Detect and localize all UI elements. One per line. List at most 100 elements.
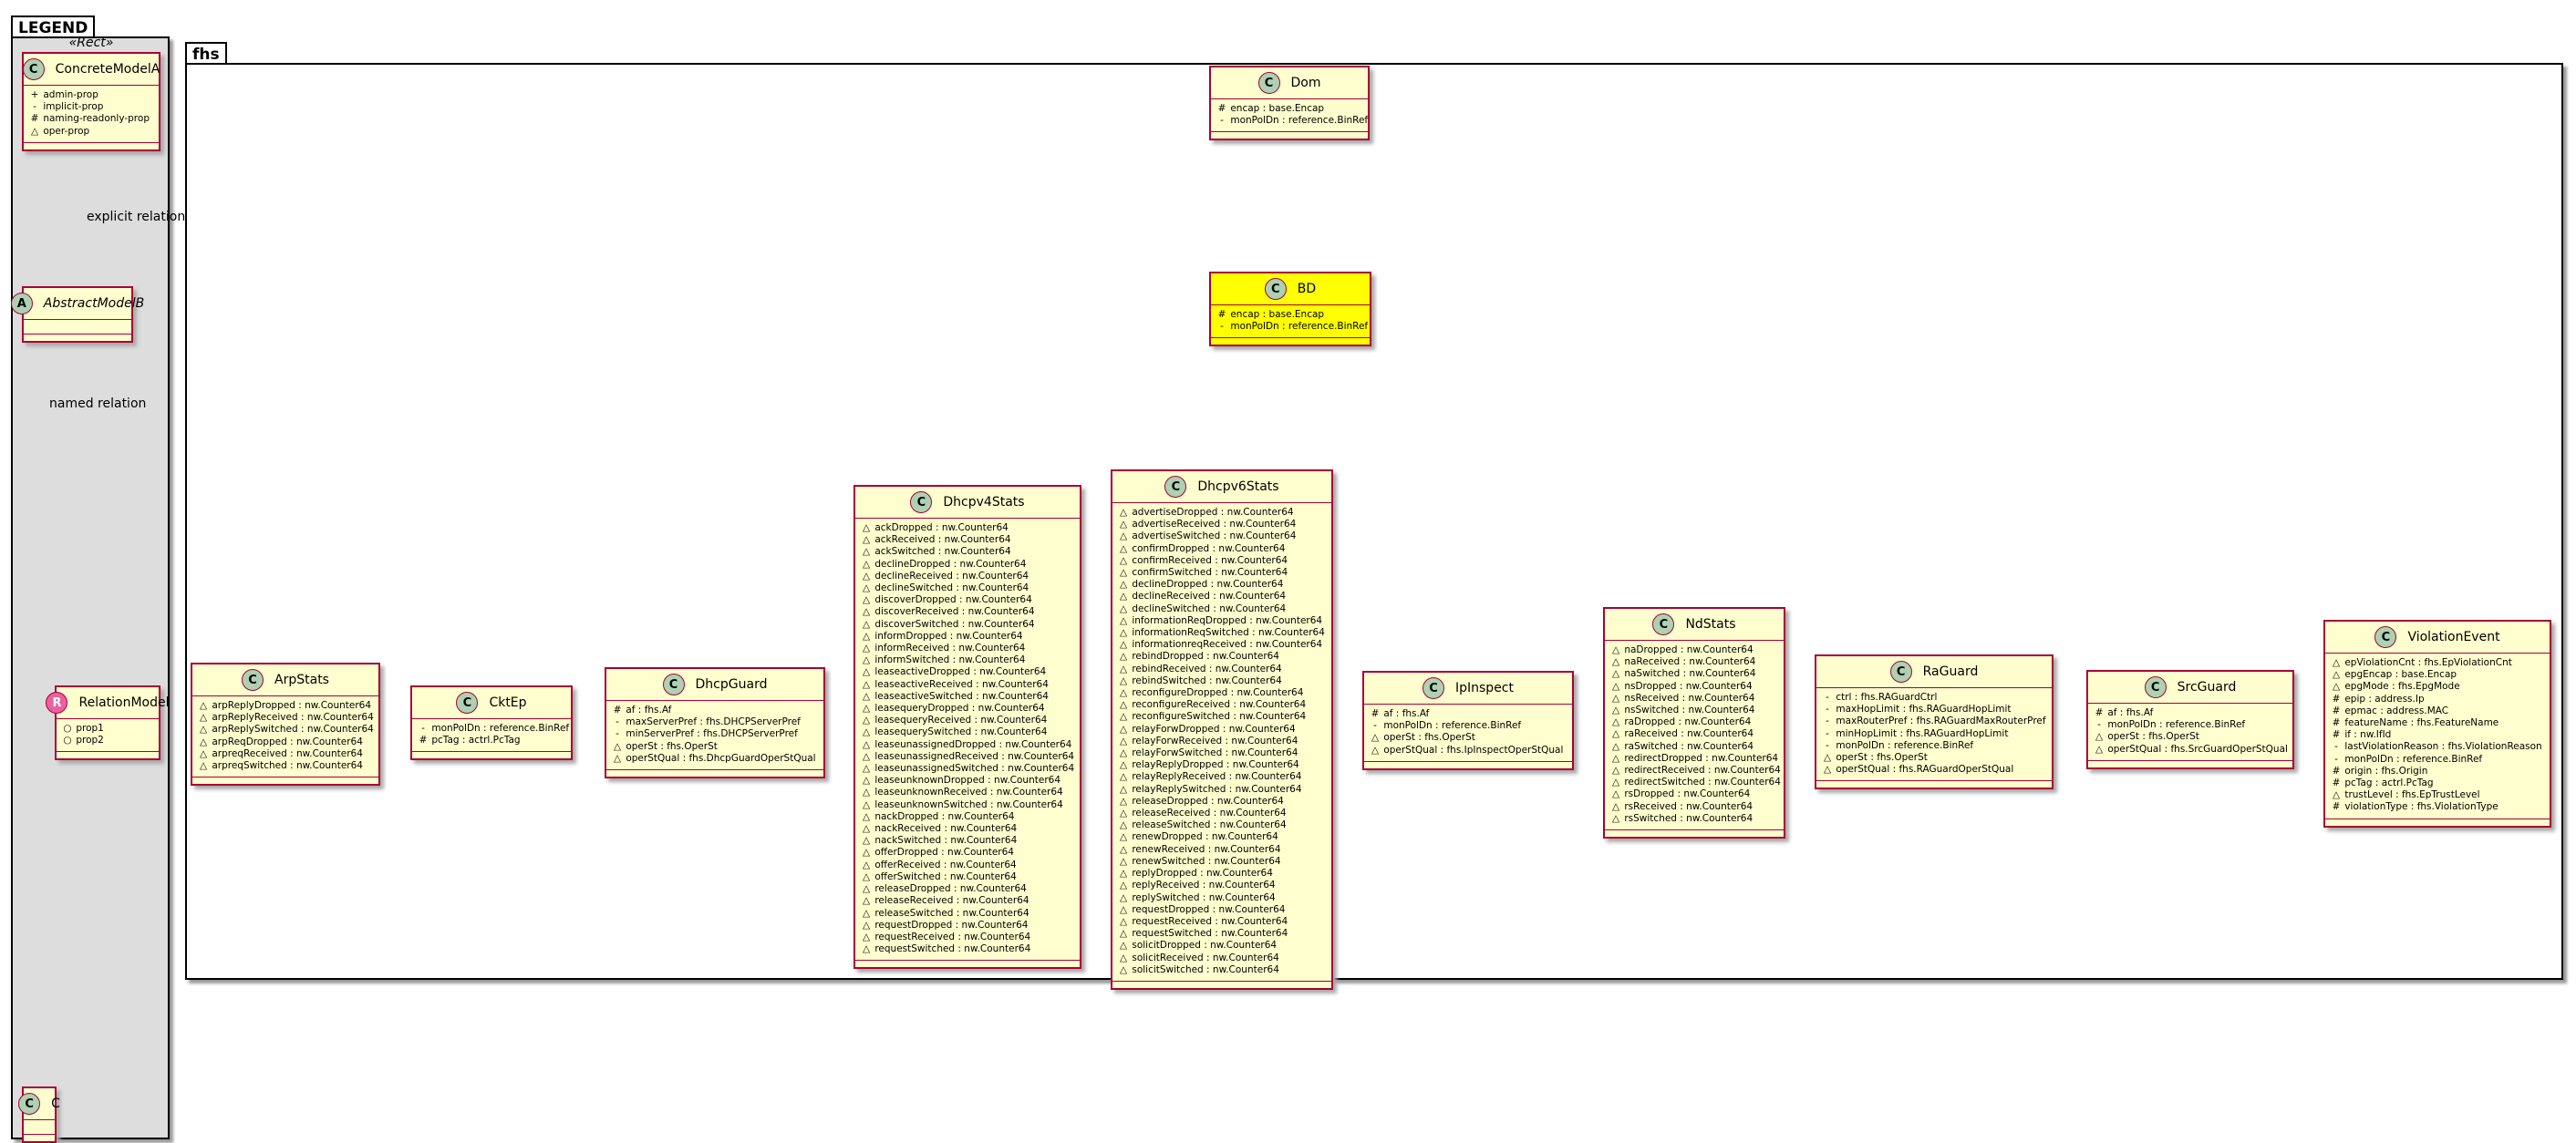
visibility-icon: △ [2095, 731, 2104, 743]
attribute-row: △ solicitReceived : nw.Counter64 [1118, 952, 1326, 964]
attribute-row: △ requestSwitched : nw.Counter64 [1118, 928, 1326, 940]
operations-compartment [24, 335, 131, 341]
visibility-icon: △ [1119, 711, 1128, 723]
attribute-row: # af : fhs.Af [1370, 708, 1567, 720]
attribute-row: △ nsSwitched : nw.Counter64 [1610, 705, 1778, 716]
attribute-row: - monPolDn : reference.BinRef [418, 723, 569, 735]
operations-compartment [1211, 132, 1368, 139]
attribute-row: △ operSt : fhs.OperSt [1822, 752, 2046, 764]
attribute-text: requestReceived : nw.Counter64 [874, 931, 1031, 942]
visibility-icon: △ [1119, 808, 1128, 819]
visibility-icon: △ [1611, 800, 1620, 812]
attribute-row: + admin-prop [29, 89, 153, 101]
attribute-text: ackReceived : nw.Counter64 [874, 534, 1011, 546]
attribute-row: # af : fhs.Af [2094, 707, 2287, 719]
visibility-icon: △ [1119, 507, 1128, 518]
attribute-row: △ trustLevel : fhs.EpTrustLevel [2331, 789, 2544, 801]
attribute-row: △ relayReplySwitched : nw.Counter64 [1118, 784, 1326, 796]
attribute-text: rebindSwitched : nw.Counter64 [1132, 674, 1282, 686]
visibility-icon: △ [199, 724, 208, 736]
attribute-list: △ epViolationCnt : fhs.EpViolationCnt△ e… [2325, 654, 2550, 819]
visibility-icon: △ [862, 763, 871, 775]
attribute-row: △ informationReqSwitched : nw.Counter64 [1118, 627, 1326, 639]
attribute-row: - monPolDn : reference.BinRef [1370, 720, 1567, 732]
attribute-text: solicitDropped : nw.Counter64 [1132, 940, 1278, 952]
stereotype-label: «Rect» [68, 36, 114, 50]
visibility-icon: △ [1119, 868, 1128, 880]
operations-compartment [24, 1135, 55, 1141]
attribute-row: △ declineSwitched : nw.Counter64 [861, 582, 1074, 594]
attribute-text: declineReceived : nw.Counter64 [874, 570, 1029, 582]
attribute-row: △ discoverDropped : nw.Counter64 [861, 594, 1074, 606]
visibility-icon: # [1217, 309, 1226, 320]
visibility-icon: △ [862, 690, 871, 702]
visibility-icon: △ [1119, 627, 1128, 639]
attribute-row: △ releaseSwitched : nw.Counter64 [861, 908, 1074, 920]
class-name: ViolationEvent [2407, 630, 2500, 644]
visibility-icon: △ [1119, 579, 1128, 591]
attribute-list [24, 1120, 55, 1135]
visibility-icon: △ [1119, 903, 1128, 915]
visibility-icon: △ [862, 534, 871, 546]
attribute-text: leaseactiveSwitched : nw.Counter64 [874, 690, 1049, 702]
attribute-row: △ replyDropped : nw.Counter64 [1118, 868, 1326, 880]
attribute-text: confirmSwitched : nw.Counter64 [1132, 567, 1288, 579]
attribute-row: - ctrl : fhs.RAGuardCtrl [1822, 692, 2046, 704]
visibility-icon: △ [1119, 759, 1128, 771]
visibility-icon: △ [2095, 743, 2104, 755]
class-name: Dom [1290, 76, 1321, 90]
attribute-text: origin : fhs.Origin [2344, 765, 2428, 777]
attribute-row: # origin : fhs.Origin [2331, 766, 2544, 777]
attribute-row: △ confirmSwitched : nw.Counter64 [1118, 567, 1326, 579]
attribute-row: - monPolDn : reference.BinRef [2094, 719, 2287, 731]
attribute-row: △ arpReplyReceived : nw.Counter64 [198, 712, 374, 724]
attribute-row: △ leaseunassignedDropped : nw.Counter64 [861, 739, 1074, 751]
attribute-list: # af : fhs.Af- monPolDn : reference.BinR… [2088, 704, 2292, 761]
visibility-icon: △ [862, 643, 871, 654]
attribute-row: △ declineSwitched : nw.Counter64 [1118, 603, 1326, 615]
attribute-row: △ leaseunassignedSwitched : nw.Counter64 [861, 763, 1074, 775]
visibility-icon: △ [1119, 663, 1128, 674]
attribute-row: △ releaseDropped : nw.Counter64 [861, 883, 1074, 895]
attribute-row: △ nsReceived : nw.Counter64 [1610, 693, 1778, 705]
attribute-text: monPolDn : reference.BinRef [2107, 719, 2246, 731]
attribute-row: △ redirectReceived : nw.Counter64 [1610, 765, 1781, 777]
attribute-row: △ operStQual : fhs.IpInspectOperStQual [1370, 745, 1567, 757]
attribute-text: solicitSwitched : nw.Counter64 [1132, 963, 1279, 975]
visibility-icon: △ [1119, 771, 1128, 783]
attribute-row: △ relayReplyReceived : nw.Counter64 [1118, 771, 1326, 783]
operations-compartment [1211, 338, 1370, 345]
attribute-row: △ solicitDropped : nw.Counter64 [1118, 940, 1326, 952]
visibility-icon: △ [30, 125, 39, 137]
visibility-icon: △ [1611, 656, 1620, 668]
attribute-text: operSt : fhs.OperSt [1383, 732, 1475, 744]
visibility-icon: △ [1119, 735, 1128, 747]
attribute-text: ackDropped : nw.Counter64 [874, 522, 1009, 533]
visibility-icon: △ [1119, 831, 1128, 843]
attribute-row: △ rebindSwitched : nw.Counter64 [1118, 675, 1326, 687]
visibility-icon: △ [1611, 680, 1620, 692]
attribute-text: redirectDropped : nw.Counter64 [1624, 752, 1779, 764]
visibility-icon: △ [862, 570, 871, 582]
attribute-text: af : fhs.Af [1383, 708, 1430, 719]
attribute-row: ○ prop2 [62, 735, 153, 747]
visibility-icon: △ [1611, 812, 1620, 824]
attribute-row: △ leaseactiveReceived : nw.Counter64 [861, 679, 1074, 691]
attribute-text: discoverReceived : nw.Counter64 [874, 606, 1035, 618]
